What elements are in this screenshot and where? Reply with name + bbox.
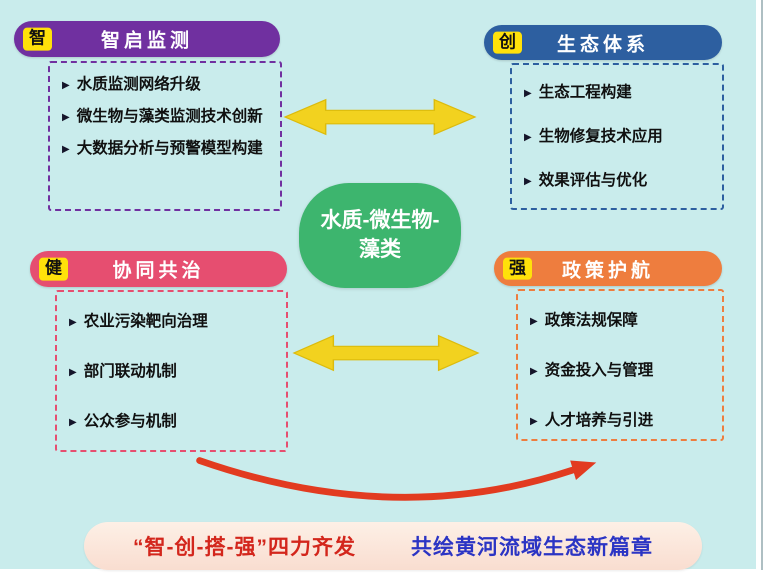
list-item: ▶ 微生物与藻类监测技术创新	[62, 107, 274, 127]
quadrant-title-policy: 政策护航	[561, 260, 654, 281]
triangle-bullet-icon: ▶	[69, 317, 77, 328]
triangle-bullet-icon: ▶	[62, 112, 70, 124]
center-label-line1: 水质-微生物-	[320, 209, 440, 233]
center-label-line2: 藻类	[359, 237, 401, 261]
list-item: ▶ 部门联动机制	[69, 362, 280, 382]
list-item-label: 部门联动机制	[83, 363, 177, 381]
list-item-label: 效果评估与优化	[538, 172, 648, 190]
list-item: ▶ 大数据分析与预警模型构建	[62, 139, 274, 159]
quadrant-badge-chuang: 创	[493, 31, 522, 54]
quadrant-badge-jian: 健	[39, 257, 68, 281]
triangle-bullet-icon: ▶	[524, 88, 532, 99]
frame-edge	[761, 0, 763, 570]
quadrant-title-cogovernance: 协同共治	[112, 260, 205, 282]
list-item: ▶ 人才培养与引进	[530, 411, 716, 431]
double-arrow-top-icon	[283, 98, 477, 136]
triangle-bullet-icon: ▶	[69, 367, 77, 379]
list-item-label: 人才培养与引进	[544, 412, 654, 430]
footer-slogan-left: “智-创-搭-强”四力齐发	[133, 536, 356, 559]
footer-banner: “智-创-搭-强”四力齐发 共绘黄河流域生态新篇章	[84, 522, 702, 570]
list-item: ▶ 公众参与机制	[69, 412, 280, 432]
quadrant-items-cogovernance: ▶ 农业污染靶向治理 ▶ 部门联动机制 ▶ 公众参与机制	[55, 290, 288, 452]
quadrant-header-policy: 强 政策护航	[494, 251, 722, 286]
list-item-label: 生态工程构建	[538, 84, 632, 101]
quadrant-items-ecosystem: ▶ 生态工程构建 ▶ 生物修复技术应用 ▶ 效果评估与优化	[510, 63, 724, 210]
footer-slogan-right: 共绘黄河流域生态新篇章	[410, 536, 653, 559]
quadrant-header-cogovernance: 健 协同共治	[30, 251, 287, 287]
triangle-bullet-icon: ▶	[62, 80, 70, 91]
list-item: ▶ 生态工程构建	[524, 83, 716, 103]
quadrant-badge-zhi: 智	[23, 27, 52, 51]
list-item-label: 生物修复技术应用	[538, 128, 663, 146]
quadrant-header-monitoring: 智 智启监测	[14, 21, 280, 57]
center-node: 水质-微生物- 藻类	[299, 183, 461, 288]
triangle-bullet-icon: ▶	[530, 316, 538, 327]
quadrant-items-policy: ▶ 政策法规保障 ▶ 资金投入与管理 ▶ 人才培养与引进	[516, 289, 724, 441]
curved-arrow-icon	[196, 457, 597, 501]
quadrant-header-ecosystem: 创 生态体系	[484, 25, 722, 60]
list-item: ▶ 农业污染靶向治理	[69, 312, 280, 332]
list-item-label: 资金投入与管理	[544, 362, 654, 380]
list-item: ▶ 政策法规保障	[530, 311, 716, 331]
list-item: ▶ 资金投入与管理	[530, 361, 716, 381]
list-item: ▶ 效果评估与优化	[524, 171, 716, 191]
triangle-bullet-icon: ▶	[530, 416, 538, 428]
double-arrow-bottom-icon	[292, 334, 480, 372]
quadrant-title-ecosystem: 生态体系	[556, 34, 649, 55]
list-item-label: 农业污染靶向治理	[83, 313, 208, 330]
list-item-label: 公众参与机制	[83, 413, 177, 431]
quadrant-badge-qiang: 强	[503, 257, 532, 280]
triangle-bullet-icon: ▶	[524, 176, 532, 188]
triangle-bullet-icon: ▶	[69, 417, 77, 429]
list-item-label: 大数据分析与预警模型构建	[76, 140, 263, 158]
list-item-label: 政策法规保障	[544, 312, 638, 329]
triangle-bullet-icon: ▶	[530, 366, 538, 378]
quadrant-title-monitoring: 智启监测	[100, 30, 193, 52]
triangle-bullet-icon: ▶	[524, 132, 532, 144]
list-item-label: 微生物与藻类监测技术创新	[76, 108, 263, 126]
list-item-label: 水质监测网络升级	[76, 76, 201, 93]
triangle-bullet-icon: ▶	[62, 144, 70, 156]
list-item: ▶ 水质监测网络升级	[62, 75, 274, 95]
quadrant-items-monitoring: ▶ 水质监测网络升级 ▶ 微生物与藻类监测技术创新 ▶ 大数据分析与预警模型构建	[48, 61, 282, 211]
list-item: ▶ 生物修复技术应用	[524, 127, 716, 147]
